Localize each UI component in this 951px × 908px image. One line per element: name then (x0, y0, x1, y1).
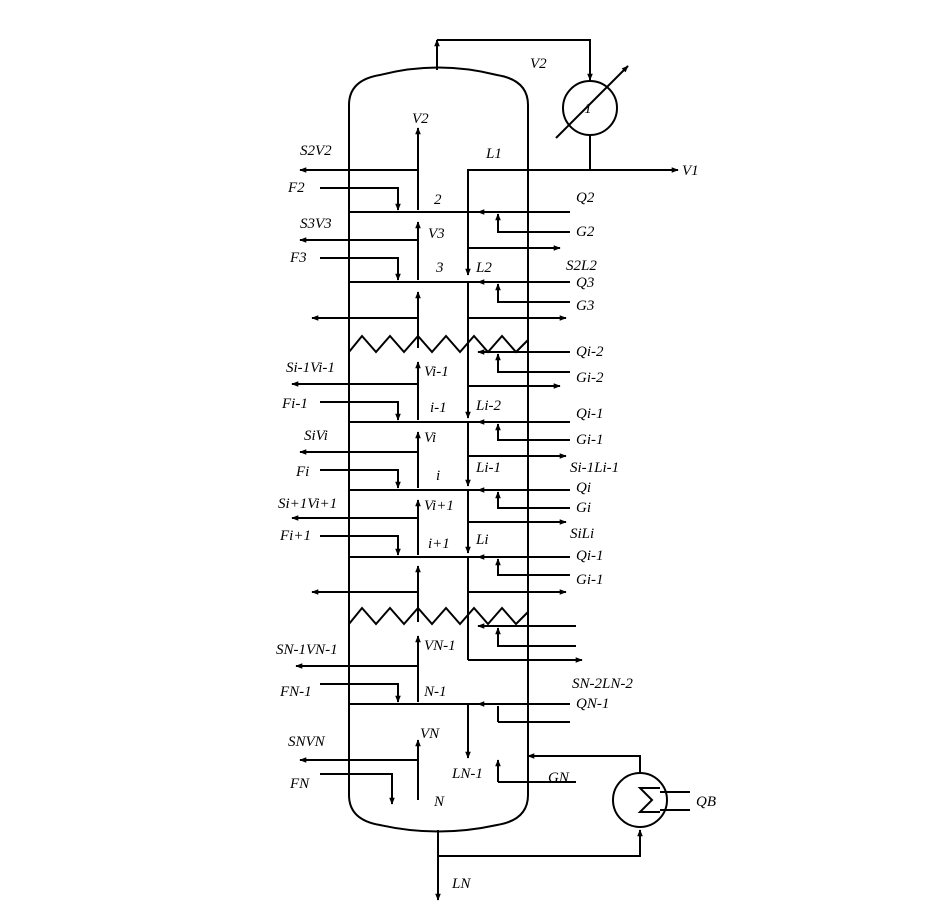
label-f-i: Fi (295, 464, 309, 480)
label-g2: G2 (576, 224, 595, 240)
overhead-vapor-line (434, 39, 593, 81)
label-q-i: Qi (576, 480, 591, 496)
label-l-n: LN (451, 876, 471, 892)
label-s-ip1-v-ip1: Si+1Vi+1 (278, 496, 337, 512)
label-v-n: VN (420, 726, 440, 742)
section-break-upper (348, 334, 529, 354)
label-l-im2: Li-2 (475, 398, 502, 414)
label-g-i: Gi (576, 500, 591, 516)
label-f3: F3 (289, 250, 307, 266)
label-q-b: QB (696, 794, 716, 810)
label-g-im2: Gi-2 (576, 370, 604, 386)
reflux-arrow (465, 169, 528, 276)
label-g3: G3 (576, 298, 594, 314)
label-s2v2: S2V2 (300, 143, 332, 159)
label-s-i-l-i: SiLi (570, 526, 594, 542)
f-i-arrow (320, 469, 401, 489)
label-s-im1-v-im1: Si-1Vi-1 (286, 360, 335, 376)
reboiler-feed-line (438, 829, 643, 857)
g-im2-arrow (495, 353, 570, 373)
label-stage-im1: i-1 (430, 400, 447, 416)
label-q-im1: Qi-1 (576, 406, 604, 422)
label-l-im1: Li-1 (475, 460, 501, 476)
label-stage-2: 2 (434, 192, 442, 208)
label-s2l2: S2L2 (566, 258, 597, 274)
label-s-n-v-n: SNVN (288, 734, 326, 750)
label-f2: F2 (287, 180, 305, 196)
label-f-nm1: FN-1 (279, 684, 312, 700)
f-ip1-arrow (320, 535, 401, 556)
label-g-im1: Gi-1 (576, 432, 604, 448)
label-q-im2: Qi-2 (576, 344, 604, 360)
g-im1-arrow (495, 423, 570, 441)
section-break-lower (348, 606, 529, 626)
label-q3: Q3 (576, 275, 594, 291)
column-shell (348, 66, 529, 833)
label-g-n: GN (548, 770, 570, 786)
label-q-nm1: QN-1 (576, 696, 609, 712)
label-l2: L2 (475, 260, 492, 276)
label-l-i: Li (475, 532, 489, 548)
reboiler-vapor-return (527, 753, 641, 773)
label-s3v3: S3V3 (300, 216, 332, 232)
f-im1-arrow (320, 401, 401, 421)
label-stage-ip1: i+1 (428, 536, 450, 552)
g2-arrow (495, 213, 570, 233)
label-q2: Q2 (576, 190, 595, 206)
g3-arrow (495, 283, 570, 303)
feed-arrow-unlabeled (495, 627, 576, 647)
condenser: 1 (555, 65, 629, 139)
label-v2-in: V2 (412, 111, 429, 127)
label-f-im1: Fi-1 (281, 396, 308, 412)
label-v-ip1: Vi+1 (424, 498, 454, 514)
label-f-ip1: Fi+1 (279, 528, 311, 544)
label-stage-nm1: N-1 (423, 684, 447, 700)
condenser-number: 1 (584, 101, 592, 117)
label-s-nm2-l-nm2: SN-2LN-2 (572, 676, 633, 692)
f3-arrow (320, 257, 401, 281)
label-q-i-lower: Qi-1 (576, 548, 604, 564)
g-i-arrow (495, 491, 570, 509)
label-stage-3: 3 (435, 260, 444, 276)
label-stage-i: i (436, 468, 440, 484)
label-stage-n: N (433, 794, 445, 810)
reboiler (612, 772, 668, 828)
f-n-arrow (320, 773, 395, 805)
label-f-n: FN (289, 776, 310, 792)
label-l-nm1: LN-1 (451, 766, 483, 782)
label-s-nm1-v-nm1: SN-1VN-1 (276, 642, 338, 658)
label-s-im1-l-im1: Si-1Li-1 (570, 460, 619, 476)
label-g-i-lower: Gi-1 (576, 572, 604, 588)
label-s-i-v-i: SiVi (304, 428, 328, 444)
g-i-lower-arrow (495, 558, 570, 576)
label-v-im1: Vi-1 (424, 364, 449, 380)
label-v-i: Vi (424, 430, 436, 446)
label-distillate: V1 (682, 163, 699, 179)
label-reflux: L1 (485, 146, 502, 162)
label-top-vapor: V2 (530, 56, 547, 72)
label-v3: V3 (428, 226, 445, 242)
f-nm1-arrow (320, 683, 401, 703)
label-v-nm1: VN-1 (424, 638, 456, 654)
f2-arrow (320, 187, 401, 211)
